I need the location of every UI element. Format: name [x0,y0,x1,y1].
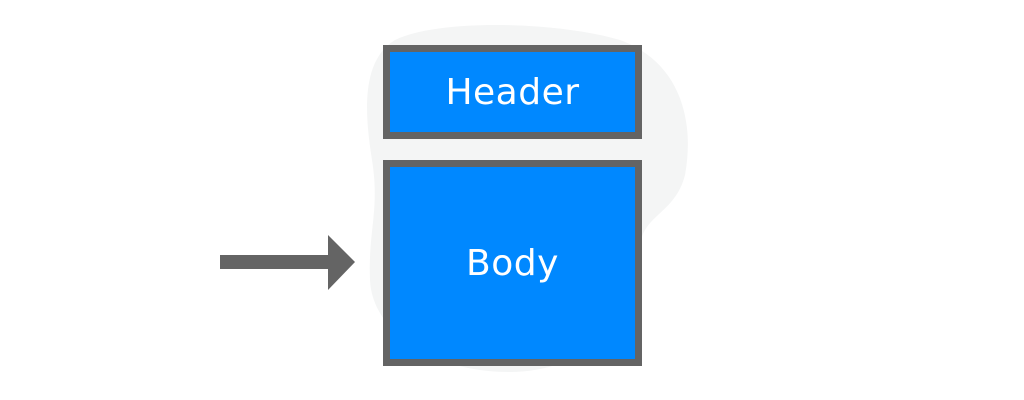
header-label: Header [445,71,580,113]
arrow-head [328,235,355,290]
header-box: Header [383,45,642,139]
arrow-shaft [220,255,332,269]
body-box: Body [383,160,642,366]
body-label: Body [466,242,559,284]
